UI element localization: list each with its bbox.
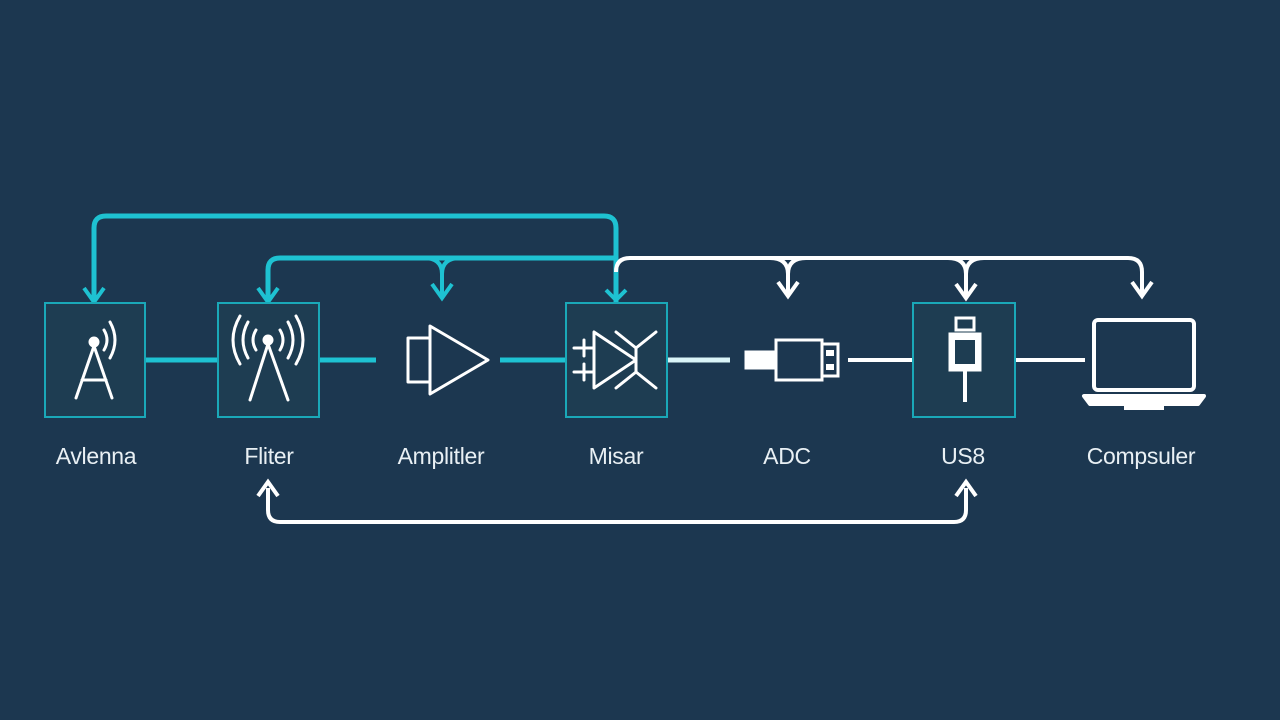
bottom-loop-usb-filter <box>266 488 968 524</box>
arrowhead-usb <box>954 282 978 302</box>
branch-usb <box>947 256 985 296</box>
laptop-icon <box>1082 318 1206 410</box>
box-mixer <box>565 302 668 418</box>
arrowhead-usb-bottom <box>954 478 978 498</box>
mixer-icon <box>572 330 658 390</box>
arrowhead-adc <box>776 280 800 300</box>
label-computer: Compsuler <box>1086 443 1196 469</box>
arrowhead-amplifier <box>430 282 454 302</box>
usb-plug-icon <box>744 338 840 382</box>
arrowhead-filter-bottom <box>256 478 280 498</box>
amplifier-triangle-icon <box>406 324 490 396</box>
feedback-arrow-mixer-antenna <box>91 213 619 302</box>
arrowhead-mixer-up <box>604 288 628 303</box>
label-mixer: Misar <box>588 443 644 469</box>
forward-bus-white <box>614 256 1144 294</box>
antenna-tower-icon <box>74 320 117 400</box>
usb-connector-icon <box>948 316 982 402</box>
label-amplifier: Amplitler <box>397 443 485 469</box>
label-antenna: Avlenna <box>55 443 137 469</box>
box-filter <box>217 302 320 418</box>
antenna-signal-icon <box>231 314 305 402</box>
arrowhead-computer <box>1130 280 1154 300</box>
label-filter: Fliter <box>244 443 294 469</box>
label-usb: US8 <box>941 443 985 469</box>
branch-adc <box>769 256 807 294</box>
branch-amplifier <box>423 256 461 296</box>
box-antenna <box>44 302 146 418</box>
feedback-arrow-mixer-filter <box>265 255 616 300</box>
label-adc: ADC <box>763 443 811 469</box>
